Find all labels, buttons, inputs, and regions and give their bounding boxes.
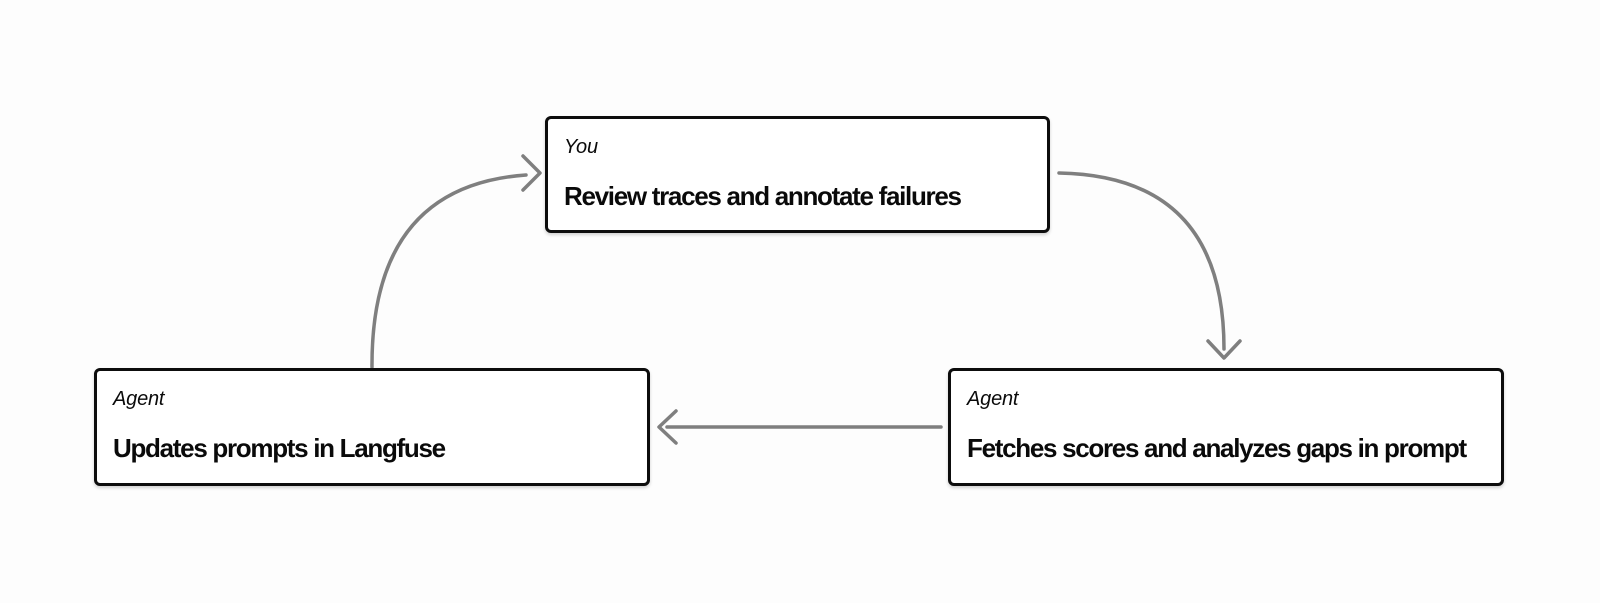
node-actor-label: Agent <box>113 388 165 410</box>
edge-review-to-fetch <box>1057 171 1226 351</box>
node-task-text: Fetches scores and analyzes gaps in prom… <box>967 433 1467 463</box>
node-fetch-scores: Agent Fetches scores and analyzes gaps i… <box>948 368 1504 486</box>
node-task-text: Updates prompts in Langfuse <box>113 433 446 463</box>
node-actor-label: You <box>564 136 598 158</box>
arrowhead-down-icon <box>1206 339 1242 360</box>
arrowhead-right-icon <box>521 154 542 192</box>
node-task-text: Review traces and annotate failures <box>564 181 962 211</box>
edge-update-to-review <box>370 173 528 369</box>
node-update-prompts: Agent Updates prompts in Langfuse <box>94 368 650 486</box>
arrowhead-left-icon <box>657 409 678 445</box>
node-review-traces: You Review traces and annotate failures <box>545 116 1050 233</box>
node-actor-label: Agent <box>967 388 1019 410</box>
